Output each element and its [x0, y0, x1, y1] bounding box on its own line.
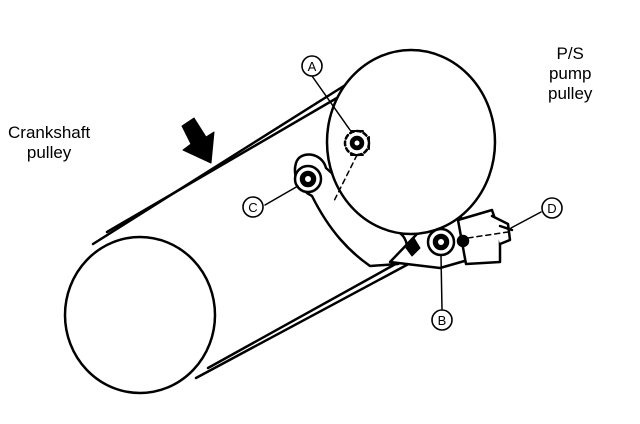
push-arrow-icon — [181, 117, 215, 164]
callout-d: D — [541, 197, 563, 219]
pump-label-line3: pulley — [548, 84, 593, 103]
drive-belt — [91, 82, 418, 380]
crankshaft-pulley-label: Crankshaft pulley — [8, 123, 90, 163]
callout-c-letter: C — [248, 200, 257, 215]
pump-label-line1: P/S — [556, 44, 584, 63]
callout-c: C — [242, 196, 264, 218]
pump-label-line2: pump — [548, 64, 592, 83]
bolt-a — [343, 129, 371, 157]
callout-b-letter: B — [438, 313, 447, 328]
leader-lines — [264, 75, 542, 310]
bolt-b — [426, 227, 470, 257]
bolt-d-reference-line — [467, 231, 509, 239]
bolt-c — [293, 164, 323, 194]
ps-pump-pulley — [325, 48, 497, 236]
callout-a: A — [301, 55, 323, 77]
crankshaft-pulley — [63, 235, 217, 395]
reference-line — [332, 154, 358, 204]
ps-pump-pulley-label: P/S pump pulley — [548, 44, 592, 104]
callout-d-letter: D — [547, 201, 556, 216]
crankshaft-label-line2: pulley — [26, 143, 72, 162]
callout-a-letter: A — [308, 59, 317, 74]
crankshaft-label-line1: Crankshaft — [8, 123, 91, 142]
callout-b: B — [431, 309, 453, 331]
